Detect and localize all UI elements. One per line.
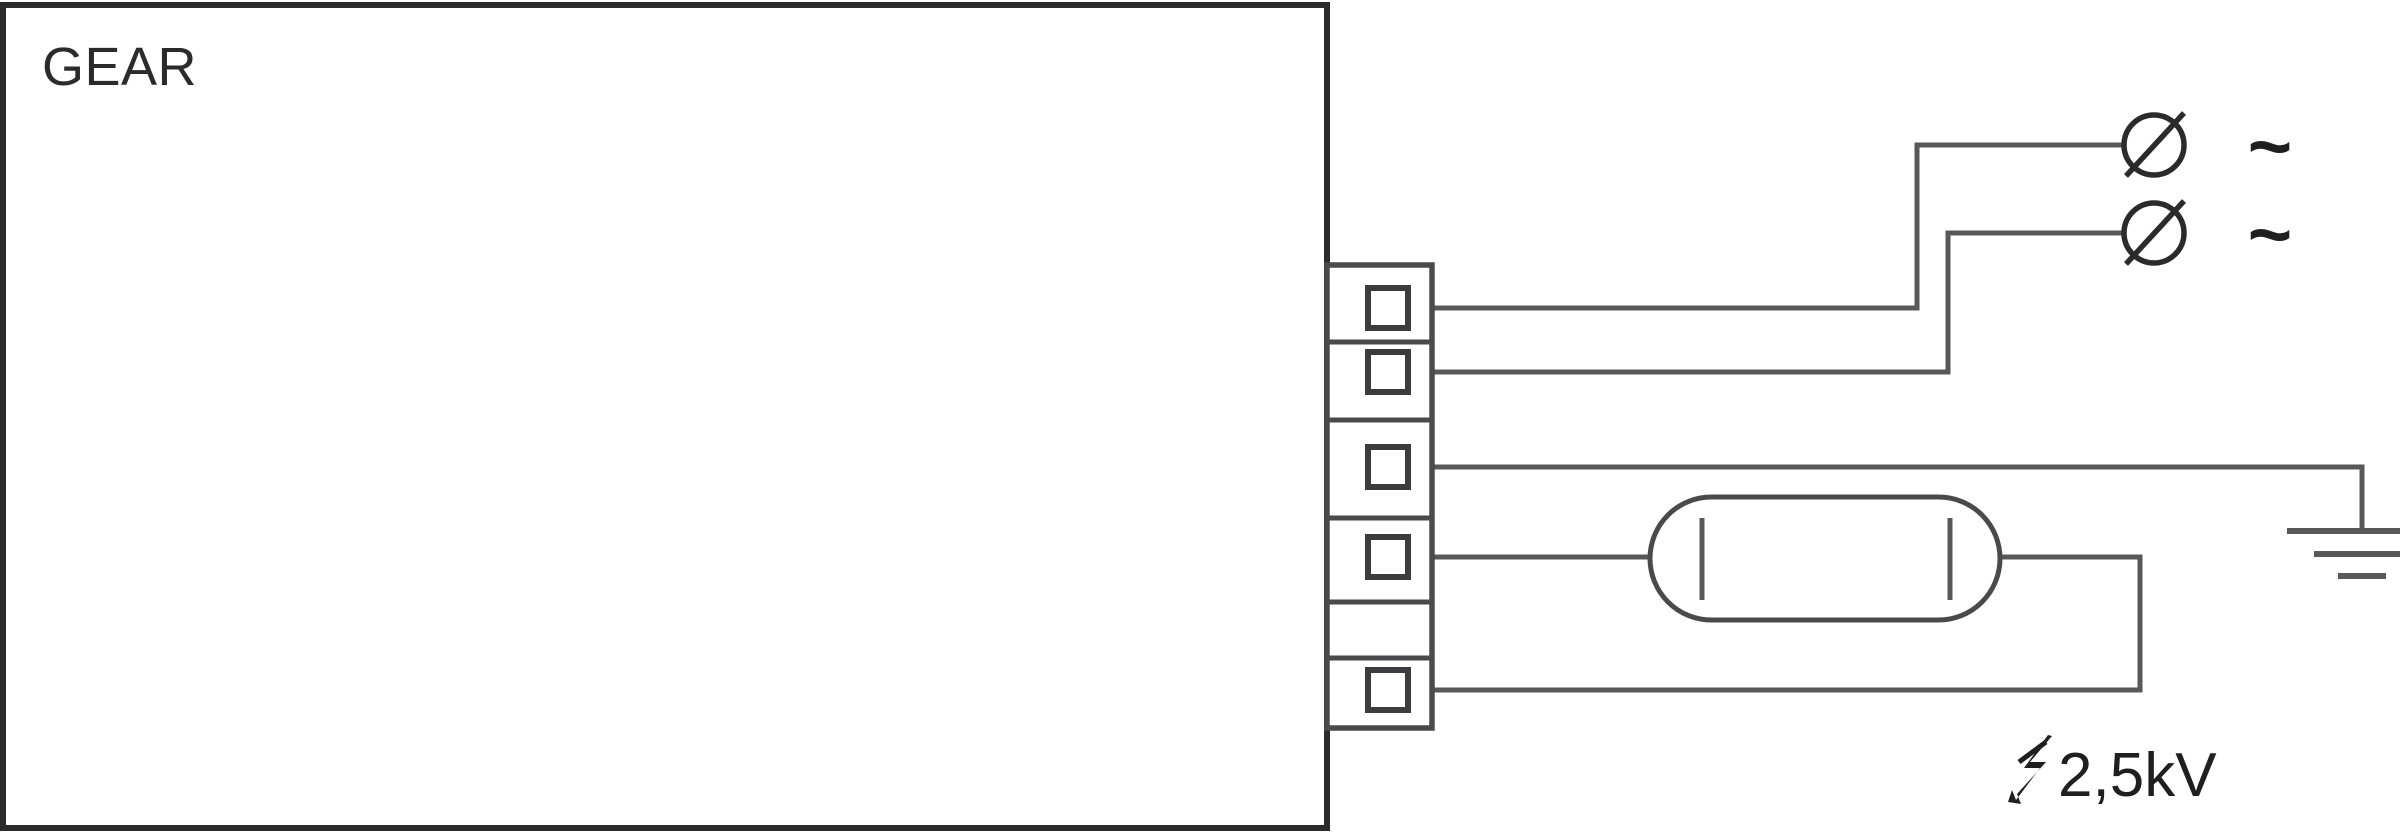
slash-stroke-2 (2123, 199, 2187, 266)
gear-enclosure (0, 2, 1330, 831)
terminal-square-1[interactable] (1365, 285, 1411, 331)
ac-symbol-2: ~ (2248, 192, 2292, 277)
wire-terminal-3-to-ground (1432, 464, 2365, 532)
earth-ground-icon (2287, 528, 2400, 579)
terminal-square-6[interactable] (1365, 667, 1411, 713)
terminal-square-2[interactable] (1365, 349, 1411, 395)
terminal-square-4[interactable] (1365, 534, 1411, 580)
terminal-square-3[interactable] (1365, 444, 1411, 490)
supply-connector-1[interactable] (2121, 111, 2187, 178)
gear-label: GEAR (42, 37, 197, 97)
wire-lamp-to-terminal-6 (1432, 554, 2143, 693)
terminal-block[interactable] (1324, 262, 1435, 731)
slash-stroke-1 (2123, 111, 2187, 178)
lightning-bolt-icon (2008, 735, 2052, 804)
ignition-voltage-annotation: 2,5kV (2008, 735, 2217, 810)
wire-terminal-1-to-connector-1 (1432, 142, 2124, 311)
ac-symbol-1: ~ (2248, 104, 2292, 189)
ignition-voltage-label: 2,5kV (2058, 741, 2217, 810)
lamp-body (1647, 494, 2003, 623)
slashed-circle-icon-1 (2121, 112, 2187, 178)
supply-connector-2[interactable] (2121, 199, 2187, 266)
slashed-circle-icon-2 (2121, 200, 2187, 266)
discharge-lamp (1647, 494, 2003, 623)
wire-terminal-2-to-connector-2 (1432, 230, 2124, 375)
